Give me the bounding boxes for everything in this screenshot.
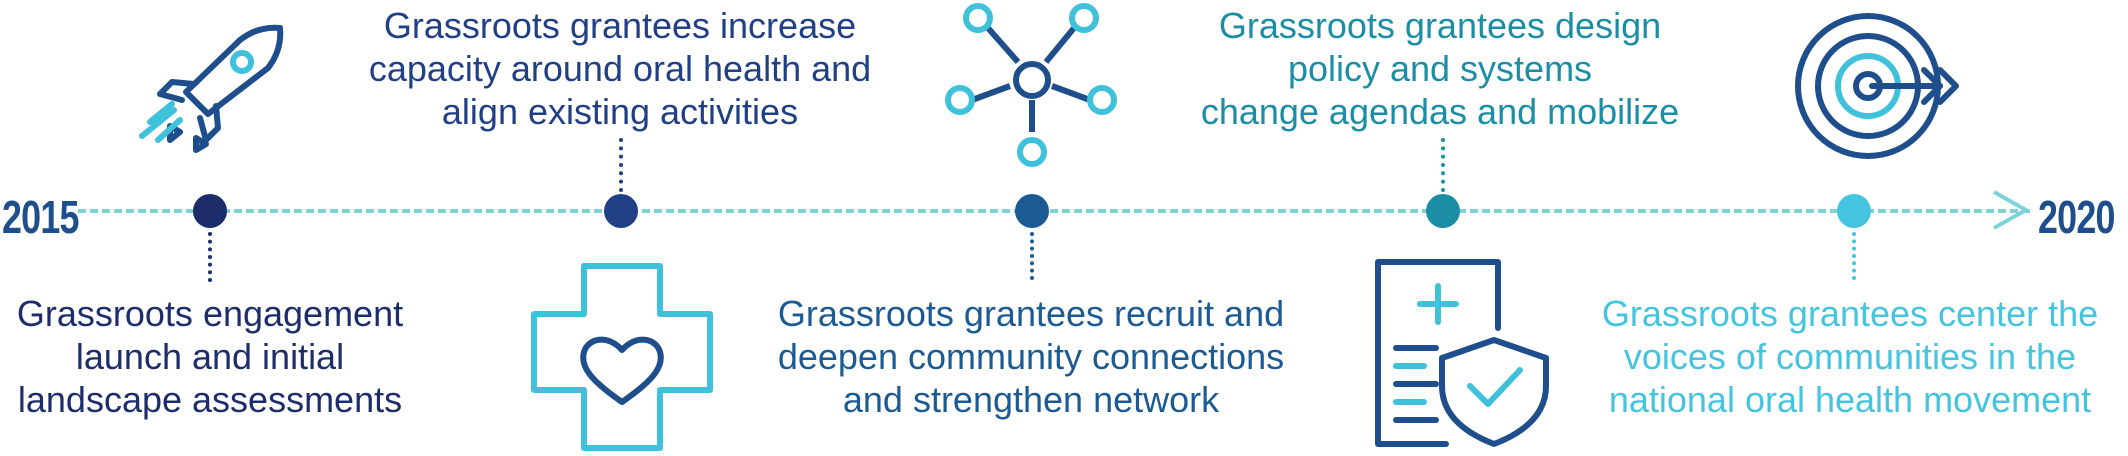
policy-document-shield-icon [1375, 259, 1549, 447]
milestone-label-line: Grassroots grantees design [1218, 5, 1662, 46]
milestone-label-line: national oral health movement [1608, 379, 2092, 420]
milestone-node-1 [193, 194, 227, 228]
timeline-line [78, 209, 2030, 213]
milestone-node-2 [604, 194, 638, 228]
milestone-label-line: and strengthen network [842, 379, 1220, 420]
milestone-label-line: voices of communities in the [1623, 336, 2077, 377]
milestone-label-line: Grassroots engagement [16, 293, 404, 334]
rocket-icon [139, 24, 284, 153]
medical-cross-heart-icon [531, 263, 713, 451]
milestone-label-line: launch and initial [75, 336, 345, 377]
target-arrow-icon [1795, 13, 1959, 159]
milestone-label-line: deepen community connections [777, 336, 1285, 377]
milestone-node-4 [1426, 194, 1460, 228]
start-year: 2015 [2, 191, 79, 243]
milestone-connector-1 [208, 232, 212, 282]
milestone-node-5 [1837, 194, 1871, 228]
milestone-label-line: Grassroots grantees center the [1601, 293, 2099, 334]
timeline-arrowhead-icon [1993, 190, 2031, 230]
end-year: 2020 [2038, 191, 2115, 243]
milestone-label-line: policy and systems [1287, 48, 1593, 89]
milestone-label-line: Grassroots grantees increase [383, 5, 857, 46]
milestone-label-line: align existing activities [441, 91, 799, 132]
milestone-label-line: Grassroots grantees recruit and [777, 293, 1285, 334]
milestone-node-3 [1015, 194, 1049, 228]
milestone-connector-2 [619, 138, 623, 192]
milestone-connector-5 [1852, 232, 1856, 280]
milestone-label-line: landscape assessments [17, 379, 403, 420]
milestone-connector-3 [1030, 232, 1034, 280]
network-icon [945, 3, 1117, 167]
milestone-label-line: change agendas and mobilize [1200, 91, 1680, 132]
milestone-label-line: capacity around oral health and [368, 48, 872, 89]
milestone-connector-4 [1441, 138, 1445, 192]
